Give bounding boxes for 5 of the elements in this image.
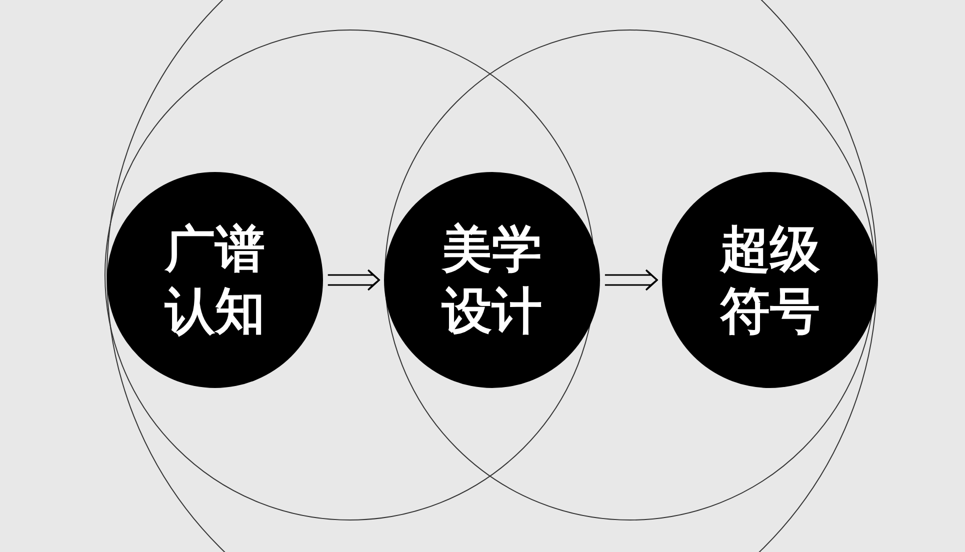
double-arrow <box>604 269 658 291</box>
node-label: 美学设计 <box>440 218 543 342</box>
double-arrow <box>327 269 380 291</box>
node-label: 广谱认知 <box>164 218 266 342</box>
node-label: 超级符号 <box>718 218 821 342</box>
